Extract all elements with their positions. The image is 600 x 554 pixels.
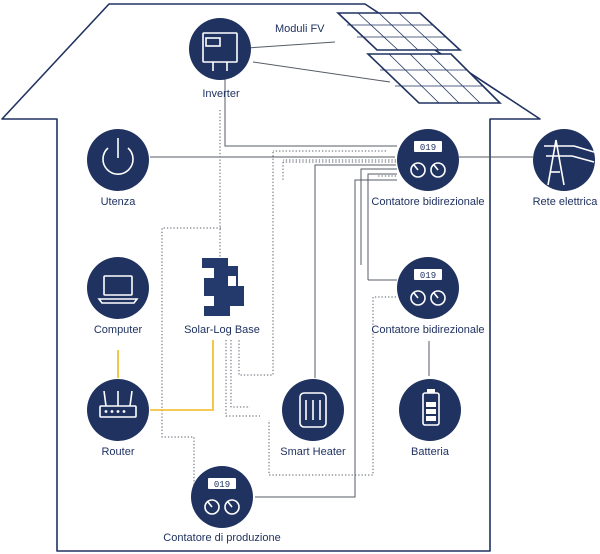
computer-label: Computer [94,324,143,336]
meter-digits: 019 [420,271,436,281]
router-node[interactable] [87,379,149,441]
battery-icon [422,389,440,426]
production-meter[interactable]: 019 [191,466,253,528]
meter-icon: 019 [410,141,446,178]
grid-node[interactable] [533,129,595,191]
laptop-icon [97,275,139,304]
power-icon [102,138,134,175]
battery-node[interactable] [399,379,461,441]
meter-icon: 019 [410,269,446,306]
router-label: Router [101,446,134,458]
pv-modules-label: Moduli FV [275,23,325,35]
inverter-node[interactable] [189,18,251,80]
bidirectional-meter-mid[interactable]: 019 [397,257,459,319]
power-lines [150,41,533,498]
meter-digits: 019 [420,143,436,153]
solar-log-logo [202,258,244,316]
meter-top-label: Contatore bidirezionale [371,196,484,208]
heater-node[interactable] [282,379,344,441]
consumer-label: Utenza [101,196,137,208]
pv-modules [335,12,502,104]
heater-icon [299,392,327,428]
meter-icon: 019 [204,478,240,515]
meter-digits: 019 [214,480,230,490]
heater-label: Smart Heater [280,446,346,458]
meter-mid-label: Contatore bidirezionale [371,324,484,336]
solarlog-label: Solar-Log Base [184,324,260,336]
router-icon [99,390,137,418]
inverter-label: Inverter [202,88,240,100]
grid-label: Rete elettrica [533,196,599,208]
power-pylon-icon [544,139,595,186]
computer-node[interactable] [87,257,149,319]
house-outline [1,3,541,552]
battery-label: Batteria [411,446,450,458]
consumer-node[interactable] [87,129,149,191]
bidirectional-meter-top[interactable]: 019 [397,129,459,191]
production-meter-label: Contatore di produzione [163,532,280,544]
inverter-icon [202,32,238,71]
network-cables [117,340,214,411]
data-lines [161,110,396,497]
